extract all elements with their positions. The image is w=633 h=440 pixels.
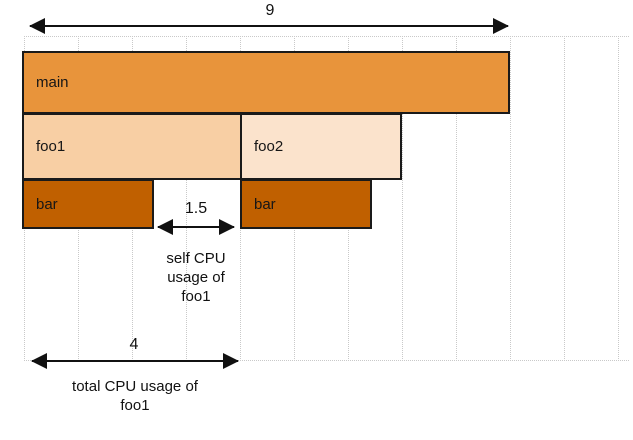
caption-total-cpu-line-1: total CPU usage of: [72, 378, 198, 395]
gridline-3: [186, 36, 187, 361]
caption-self-cpu-usage: self CPU usage of foo1: [136, 250, 256, 306]
arrow-head-right: [493, 18, 509, 34]
frame-label-bar-left: bar: [36, 195, 58, 213]
arrow-shaft: [32, 360, 238, 362]
frame-bar-left[interactable]: bar: [22, 179, 154, 229]
arrow-head-right: [219, 219, 235, 235]
arrow-shaft: [158, 226, 234, 228]
caption-self-cpu-line-1: self CPU: [166, 250, 226, 267]
frame-label-foo2: foo2: [254, 138, 284, 155]
arrow-head-left: [31, 353, 47, 369]
arrow-head-left: [157, 219, 173, 235]
gridline-9: [510, 36, 511, 361]
arrow-head-left: [29, 18, 45, 34]
caption-self-cpu-line-3: foo1: [181, 287, 211, 305]
frame-label-main: main: [36, 74, 69, 91]
frame-main[interactable]: main: [22, 51, 510, 114]
measure-label-total-cpu: 4: [129, 336, 139, 353]
arrow-shaft: [30, 25, 508, 27]
frame-foo2[interactable]: foo2: [240, 113, 402, 180]
measure-label-self-cpu: 1.5: [184, 200, 208, 217]
gridline-7: [402, 36, 403, 361]
frame-label-foo1: foo1: [36, 138, 66, 155]
frame-bar-right[interactable]: bar: [240, 179, 372, 229]
gridline-horizontal-top: [24, 36, 629, 37]
caption-total-cpu-line-2: foo1: [120, 396, 150, 414]
arrow-head-right: [223, 353, 239, 369]
gridline-11: [618, 36, 619, 361]
measure-label-total-width: 9: [265, 2, 275, 19]
caption-self-cpu-line-2: usage of: [167, 268, 225, 286]
frame-label-bar-right: bar: [254, 195, 276, 213]
gridline-8: [456, 36, 457, 361]
caption-total-cpu-usage: total CPU usage of foo1: [40, 378, 230, 416]
frame-foo1[interactable]: foo1: [22, 113, 242, 180]
gridline-horizontal-bottom: [24, 360, 629, 361]
gridline-10: [564, 36, 565, 361]
